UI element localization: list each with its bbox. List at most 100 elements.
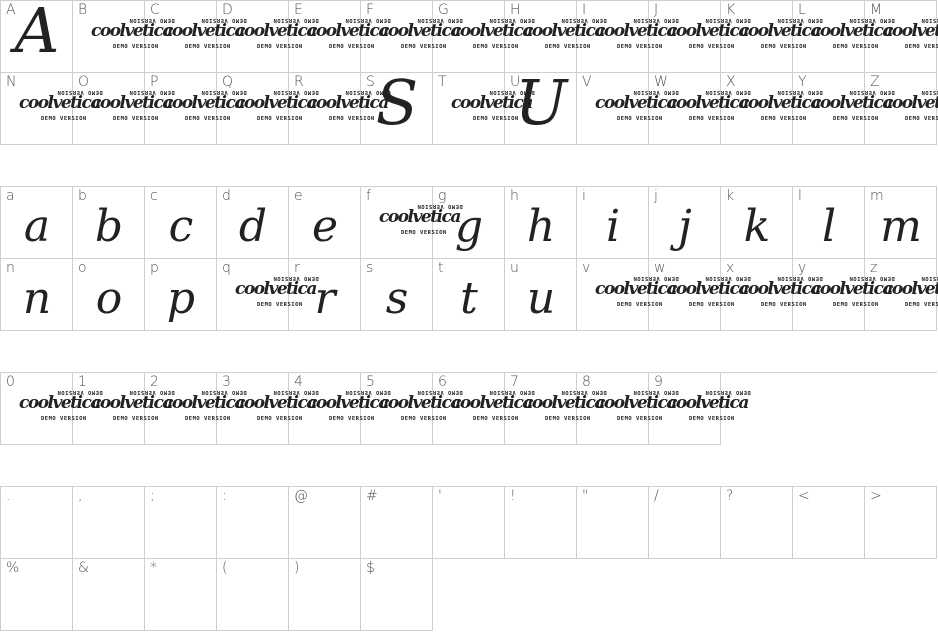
watermark-bottom-text: DEMO VERSION	[257, 302, 303, 308]
glyph-cell-label: .	[6, 488, 11, 504]
glyph-preview: j	[678, 200, 692, 252]
watermark-bottom-text: DEMO VERSION	[833, 302, 879, 308]
watermark-main-text: coolvetica	[19, 93, 101, 113]
watermark-main-text: coolvetica	[451, 93, 533, 113]
glyph-cell-label: F	[366, 2, 375, 18]
glyph-cell-label: p	[150, 260, 159, 276]
glyph-cell-label: i	[582, 188, 586, 204]
glyph-cell-label: W	[654, 74, 668, 90]
glyph-cell-label: I	[582, 2, 587, 18]
glyph-cell-label: P	[150, 74, 159, 90]
glyph-preview: A	[14, 0, 60, 67]
glyph-cell-label: 1	[78, 374, 87, 390]
glyph-cell-label: ;	[150, 488, 155, 504]
glyph-cell-label: "	[582, 488, 589, 504]
glyph-cell-label: h	[510, 188, 519, 204]
glyph-cell-label: (	[222, 560, 228, 576]
watermark-bottom-text: DEMO VERSION	[185, 44, 231, 50]
glyph-cell: :	[217, 487, 289, 559]
glyph-cell-label: Y	[798, 74, 807, 90]
glyph-cell-label: N	[6, 74, 17, 90]
watermark-main-text: coolvetica	[235, 393, 317, 413]
watermark-bottom-text: DEMO VERSION	[257, 44, 303, 50]
glyph-preview: g	[454, 200, 484, 252]
watermark-main-text: coolvetica	[19, 393, 101, 413]
watermark-bottom-text: DEMO VERSION	[257, 416, 303, 422]
glyph-preview: n	[22, 272, 52, 324]
glyph-cell-label: a	[6, 188, 15, 204]
glyph-cell: (	[217, 559, 289, 631]
glyph-cell-label: 3	[222, 374, 231, 390]
glyph-preview: c	[168, 200, 194, 252]
watermark-bottom-text: DEMO VERSION	[185, 116, 231, 122]
glyph-cell-label: #	[366, 488, 378, 504]
glyph-cell-label: j	[654, 188, 658, 204]
watermark-bottom-text: DEMO VERSION	[617, 44, 663, 50]
glyph-cell-label: <	[798, 488, 810, 504]
watermark-bottom-text: DEMO VERSION	[401, 230, 447, 236]
glyph-cell-label: /	[654, 488, 659, 504]
watermark-bottom-text: DEMO VERSION	[905, 44, 938, 50]
glyph-cell-label: t	[438, 260, 444, 276]
glyph-cell-label: &	[78, 560, 89, 576]
glyph-cell-label: R	[294, 74, 304, 90]
glyph-cell-label: E	[294, 2, 303, 18]
glyph-preview: u	[526, 272, 556, 324]
glyph-cell-label: u	[510, 260, 519, 276]
glyph-cell-label: J	[654, 2, 659, 18]
watermark-bottom-text: DEMO VERSION	[257, 116, 303, 122]
glyph-cell-label: U	[510, 74, 521, 90]
glyph-cell-label: 0	[6, 374, 15, 390]
glyph-cell-label: Z	[870, 74, 880, 90]
glyph-cell-label: >	[870, 488, 882, 504]
watermark-main-text: coolvetica	[883, 279, 938, 299]
glyph-cell-label: x	[726, 260, 735, 276]
watermark-main-text: coolvetica	[595, 393, 677, 413]
glyph-cell-label: n	[6, 260, 15, 276]
glyph-cell: "	[577, 487, 649, 559]
glyph-cell: )	[289, 559, 361, 631]
glyph-cell-label: g	[438, 188, 447, 204]
glyph-cell-label: H	[510, 2, 521, 18]
watermark-bottom-text: DEMO VERSION	[473, 44, 519, 50]
watermark-bottom-text: DEMO VERSION	[545, 416, 591, 422]
glyph-cell: #	[361, 487, 433, 559]
watermark-bottom-text: DEMO VERSION	[401, 416, 447, 422]
glyph-cell-label: Q	[222, 74, 234, 90]
glyph-preview: l	[821, 200, 837, 252]
punctuation-glyph-grid: .,;:@#'!"/?<>%&*()$	[0, 486, 937, 631]
watermark-main-text: coolvetica	[235, 93, 317, 113]
glyph-preview: k	[743, 200, 771, 252]
watermark-main-text: coolvetica	[523, 21, 605, 41]
glyph-cell-label: A	[6, 2, 16, 18]
glyph-preview: a	[23, 200, 51, 252]
